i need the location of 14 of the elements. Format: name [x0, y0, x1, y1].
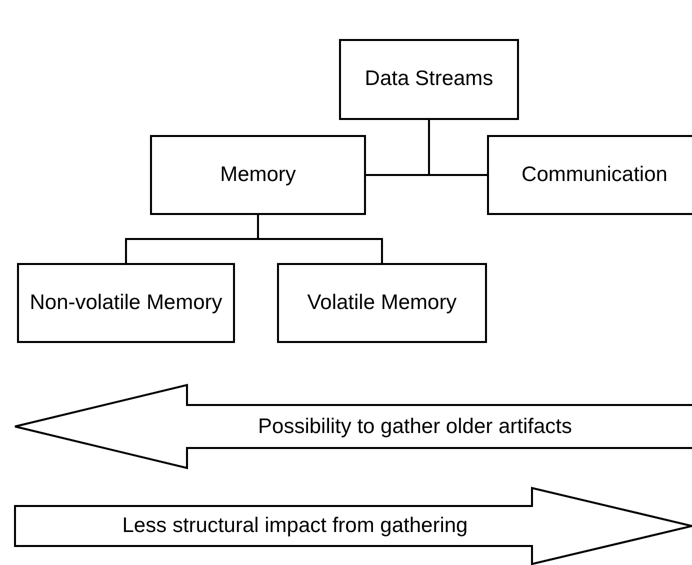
process-box — [277, 263, 487, 343]
box-label: Volatile Memory — [307, 290, 457, 316]
box-label: Communication — [522, 162, 668, 188]
box-label: Non-volatile Memory — [30, 290, 222, 316]
process-box — [487, 135, 692, 215]
connector-line — [257, 215, 383, 263]
process-box — [150, 135, 366, 215]
process-box — [17, 263, 235, 343]
arrow-label: Possibility to gather older artifacts — [258, 414, 572, 438]
box-label: Data Streams — [364, 66, 494, 92]
connector-line — [428, 120, 487, 176]
arrow-label: Less structural impact from gathering — [122, 514, 468, 538]
process-box — [339, 39, 519, 120]
box-label: Memory — [220, 162, 296, 188]
